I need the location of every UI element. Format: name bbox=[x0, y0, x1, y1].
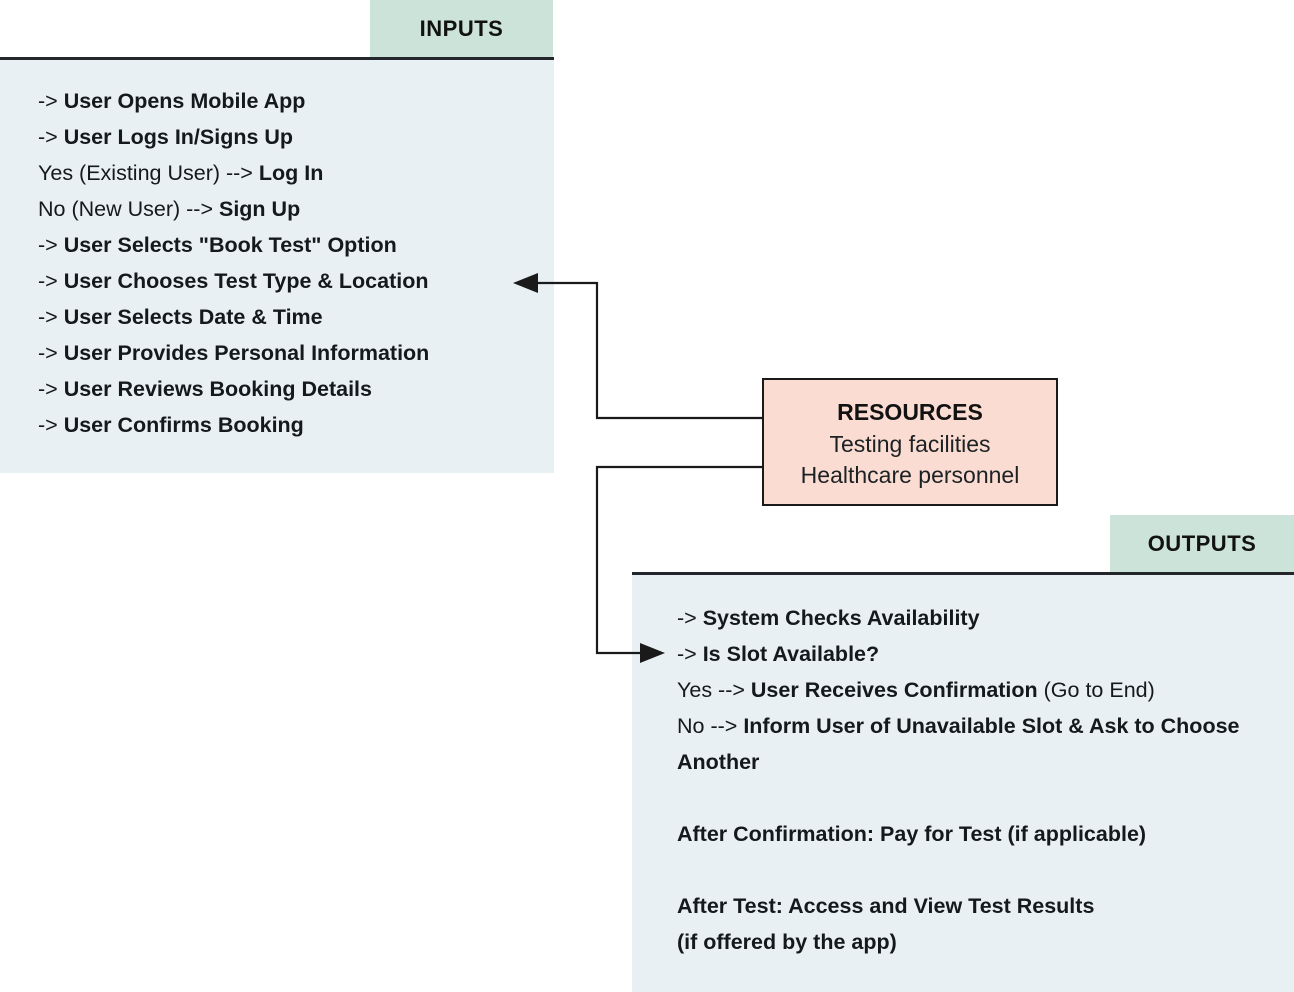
input-step-choose-test-type: -> User Chooses Test Type & Location bbox=[38, 269, 429, 293]
input-step: -> User Selects "Book Test" Option bbox=[38, 233, 397, 257]
input-step: -> User Logs In/Signs Up bbox=[38, 125, 294, 149]
input-step: -> User Provides Personal Information bbox=[38, 341, 430, 365]
connector-resources-to-input bbox=[538, 281, 762, 420]
output-step: After Test: Access and View Test Results bbox=[677, 894, 1095, 918]
resources-title: RESOURCES bbox=[837, 399, 983, 425]
inputs-header-label: INPUTS bbox=[419, 15, 504, 41]
resources-box: RESOURCES Testing facilities Healthcare … bbox=[762, 378, 1058, 506]
outputs-header-label: OUTPUTS bbox=[1147, 530, 1257, 556]
output-step: After Confirmation: Pay for Test (if app… bbox=[677, 822, 1147, 846]
output-blank-line bbox=[677, 852, 1266, 888]
output-blank-line bbox=[677, 780, 1266, 816]
input-step: -> User Reviews Booking Details bbox=[38, 377, 372, 401]
output-step: -> System Checks Availability bbox=[677, 606, 980, 630]
outputs-panel: -> System Checks Availability -> Is Slot… bbox=[632, 575, 1294, 992]
output-step: (if offered by the app) bbox=[677, 930, 897, 954]
output-step-is-slot-available: -> Is Slot Available? bbox=[677, 642, 880, 666]
inputs-panel: -> User Opens Mobile App -> User Logs In… bbox=[0, 60, 554, 473]
input-step: Yes (Existing User) --> Log In bbox=[38, 161, 324, 185]
resources-item: Testing facilities bbox=[829, 431, 991, 457]
output-step: Yes --> User Receives Confirmation (Go t… bbox=[677, 678, 1155, 702]
resources-item: Healthcare personnel bbox=[800, 461, 1020, 488]
inputs-divider-rule bbox=[0, 57, 554, 60]
input-step: -> User Selects Date & Time bbox=[38, 305, 323, 329]
input-step: -> User Confirms Booking bbox=[38, 413, 304, 437]
outputs-header-tab: OUTPUTS bbox=[1110, 515, 1294, 572]
inputs-header-tab: INPUTS bbox=[370, 0, 553, 57]
outputs-divider-rule bbox=[632, 572, 1294, 575]
input-step: No (New User) --> Sign Up bbox=[38, 197, 301, 221]
output-step: No --> Inform User of Unavailable Slot &… bbox=[677, 714, 1245, 774]
input-step: -> User Opens Mobile App bbox=[38, 89, 306, 113]
